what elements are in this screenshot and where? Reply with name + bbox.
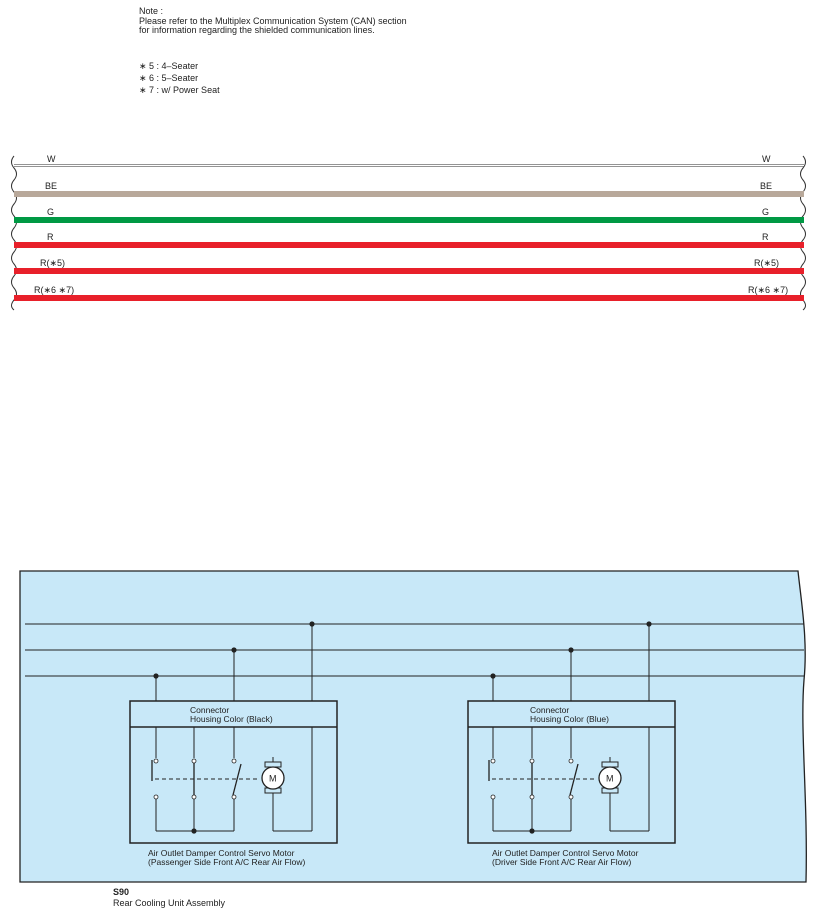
note-line-2: for information regarding the shielded c… <box>139 25 375 35</box>
component-code: S90 <box>113 887 130 897</box>
switch-contact <box>529 758 535 764</box>
switch-contact <box>191 758 197 764</box>
motor-symbol: M <box>269 774 277 784</box>
servo-motor-name: Air Outlet Damper Control Servo Motor <box>492 848 639 858</box>
switch-contact <box>568 794 574 800</box>
wire-be-label-left: BE <box>45 181 57 191</box>
harness-break-right <box>800 155 806 311</box>
wire-harness: W W BE BE G G R R R(∗5) R(∗5) R(∗6 ∗7) R… <box>11 154 806 311</box>
variant-legend: ∗ 5 : 4–Seater ∗ 6 : 5–Seater ∗ 7 : w/ P… <box>139 60 220 96</box>
wire-r-label-left: R <box>47 232 54 242</box>
switch-contact <box>490 758 496 764</box>
servo-motor-location: (Passenger Side Front A/C Rear Air Flow) <box>148 857 305 867</box>
junction-dot <box>309 621 315 627</box>
switch-contact <box>153 794 159 800</box>
switch-contact <box>231 758 237 764</box>
connector-housing-color: Housing Color (Blue) <box>530 714 609 724</box>
wire-r5-label-left: R(∗5) <box>40 258 65 268</box>
rear-cooling-unit-panel: Connector Housing Color (Black) <box>19 570 807 883</box>
wire-be-label-right: BE <box>760 181 772 191</box>
junction-dot <box>646 621 652 627</box>
junction-dot <box>490 673 496 679</box>
motor-brush-top <box>264 761 282 768</box>
wire-r67-label-right: R(∗6 ∗7) <box>748 285 788 295</box>
junction-dot <box>191 828 197 834</box>
connector-label: Connector <box>190 705 229 715</box>
wire-w-label-left: W <box>47 154 56 164</box>
wire-r5-label-right: R(∗5) <box>754 258 779 268</box>
junction-dot <box>231 647 237 653</box>
connector-label: Connector <box>530 705 569 715</box>
wire-g-label-right: G <box>762 207 769 217</box>
wire-w-label-right: W <box>762 154 771 164</box>
junction-dot <box>529 828 535 834</box>
note-heading: Note : <box>139 6 164 16</box>
legend-item-power-seat: ∗ 7 : w/ Power Seat <box>139 85 220 95</box>
motor-icon <box>261 766 285 790</box>
connector-housing-color: Housing Color (Black) <box>190 714 273 724</box>
junction-dot <box>568 647 574 653</box>
servo-motor-name: Air Outlet Damper Control Servo Motor <box>148 848 295 858</box>
wire-r67-label-left: R(∗6 ∗7) <box>34 285 74 295</box>
switch-arm <box>569 763 579 796</box>
switch-contact <box>191 794 197 800</box>
legend-item-4-seater: ∗ 5 : 4–Seater <box>139 61 199 71</box>
servo-motor-location: (Driver Side Front A/C Rear Air Flow) <box>492 857 632 867</box>
switch-contact <box>490 794 496 800</box>
switch-arm <box>232 763 242 796</box>
switch-contact <box>231 794 237 800</box>
harness-break-left <box>11 155 17 311</box>
motor-brush-top <box>601 761 619 768</box>
junction-dot <box>153 673 159 679</box>
switch-contact <box>153 758 159 764</box>
note-line-1: Please refer to the Multiplex Communicat… <box>139 15 407 26</box>
wire-r-label-right: R <box>762 232 769 242</box>
switch-contact <box>568 758 574 764</box>
motor-symbol: M <box>606 774 614 784</box>
component-name: Rear Cooling Unit Assembly <box>113 898 226 908</box>
note-block: Note : Please refer to the Multiplex Com… <box>139 6 407 36</box>
motor-icon <box>598 766 622 790</box>
servo-motor-passenger: Connector Housing Color (Black) <box>129 621 338 867</box>
wire-g-label-left: G <box>47 207 54 217</box>
switch-contact <box>529 794 535 800</box>
servo-motor-driver: Connector Housing Color (Blue) <box>467 621 676 867</box>
legend-item-5-seater: ∗ 6 : 5–Seater <box>139 73 199 83</box>
